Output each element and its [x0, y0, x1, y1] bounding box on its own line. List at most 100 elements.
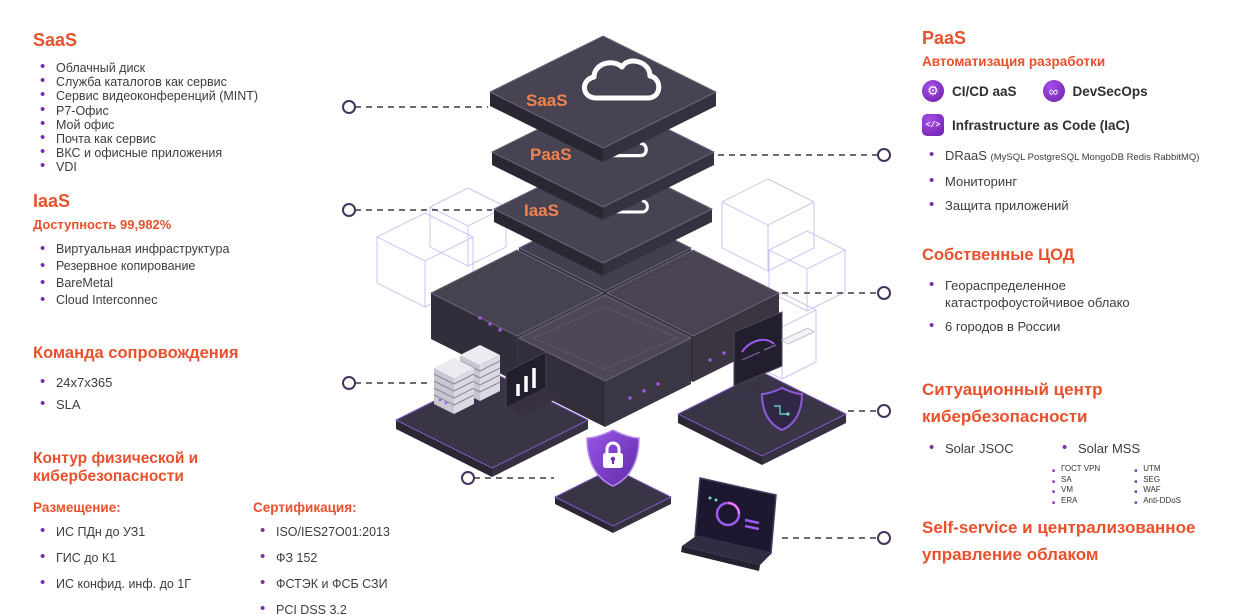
server-racks-platform	[394, 345, 590, 477]
connector-endpoint	[877, 404, 891, 418]
saas-cloud-icon	[582, 58, 662, 101]
right-column: PaaS Автоматизация разработки ⚙ CI/CD aa…	[922, 28, 1244, 613]
datacenters-title: Собственные ЦОД	[922, 246, 1075, 264]
certification-column: Сертификация: ISO/IES27O01:2013 ФЗ 152 Ф…	[253, 500, 390, 615]
saas-item: Почта как сервис	[33, 131, 333, 146]
saas-item: Р7-Офис	[33, 103, 333, 118]
saas-item: Сервис видеоконференций (MINT)	[33, 88, 333, 103]
devsecops-badge: ∞ DevSecOps	[1042, 80, 1148, 102]
connector-endpoint	[877, 531, 891, 545]
connector-endpoint	[877, 148, 891, 162]
iaas-item: Виртуальная инфраструктура	[33, 240, 333, 258]
iaas-availability: Доступность 99,982%	[33, 217, 172, 232]
saas-title: SaaS	[33, 30, 78, 50]
paas-section: PaaS Автоматизация разработки ⚙ CI/CD aa…	[922, 28, 1244, 222]
mss-detail-item: SA	[1052, 475, 1100, 487]
certification-list: ISO/IES27O01:2013 ФЗ 152 ФСТЭК и ФСБ СЗИ…	[253, 524, 390, 615]
selfservice-title-line2: управление облаком	[922, 545, 1099, 564]
selfservice-section: Self-service и централизованное управлен…	[922, 514, 1244, 568]
support-team-item: SLA	[33, 396, 333, 413]
saas-section: SaaS Облачный диск Служба каталогов как …	[33, 30, 333, 175]
solar-jsoc-item: Solar JSOC	[922, 440, 1055, 457]
security-monitor-platform	[676, 311, 848, 465]
certification-title: Сертификация:	[253, 500, 357, 515]
mss-detail-item: ГОСТ VPN	[1052, 464, 1100, 476]
paas-item: Защита приложений	[922, 197, 1244, 214]
cloud-stack-svg: IaaS PaaS SaaS	[342, 35, 891, 571]
mss-detail-item: WAF	[1134, 485, 1181, 497]
certification-item: ISO/IES27O01:2013	[253, 524, 390, 539]
placement-title: Размещение:	[33, 500, 121, 515]
connectors	[355, 106, 878, 539]
saas-item: Служба каталогов как сервис	[33, 74, 333, 89]
security-columns: Размещение: ИС ПДн до УЗ1 ГИС до К1 ИС к…	[33, 500, 390, 615]
datacenters-item: 6 городов в России	[922, 318, 1167, 336]
padlock-shield-platform	[553, 429, 673, 533]
iac-label: Infrastructure as Code (IaC)	[952, 117, 1130, 133]
certification-item: ФЗ 152	[253, 550, 390, 565]
saas-item: Облачный диск	[33, 60, 333, 75]
certification-item: PCI DSS 3.2	[253, 602, 390, 615]
left-column: SaaS Облачный диск Служба каталогов как …	[33, 30, 390, 615]
paas-title: PaaS	[922, 28, 967, 48]
mss-detail-item: Anti-DDoS	[1134, 496, 1181, 508]
support-team-section: Команда сопровождения 24x7x365 SLA	[33, 344, 333, 419]
mss-detail-left-list: ГОСТ VPN SA VM ERA	[1052, 464, 1100, 507]
support-team-list: 24x7x365 SLA	[33, 374, 333, 413]
selfservice-title: Self-service и централизованное управлен…	[922, 514, 1244, 568]
cloud-stack-illustration: IaaS PaaS SaaS	[330, 0, 910, 615]
paas-item: Мониторинг	[922, 173, 1244, 190]
placement-column: Размещение: ИС ПДн до УЗ1 ГИС до К1 ИС к…	[33, 500, 253, 615]
datacenters-section: Собственные ЦОД Геораспределенное катаст…	[922, 246, 1244, 344]
iaas-list: Виртуальная инфраструктура Резервное коп…	[33, 240, 333, 309]
connector-endpoint	[342, 376, 356, 390]
saas-item: ВКС и офисные приложения	[33, 145, 333, 160]
placement-list: ИС ПДн до УЗ1 ГИС до К1 ИС конфид. инф. …	[33, 524, 253, 591]
saas-layer: SaaS	[488, 35, 718, 162]
soc-title-line1: Ситуационный центр	[922, 380, 1103, 399]
selfservice-title-line1: Self-service и централизованное	[922, 518, 1196, 537]
saas-item: Мой офис	[33, 117, 333, 132]
soc-section: Ситуационный центр кибербезопасности Sol…	[922, 376, 1244, 508]
mss-detail-item: VM	[1052, 485, 1100, 497]
connector-endpoint	[461, 471, 475, 485]
security-monitor-icon	[733, 311, 783, 400]
security-contour-title: Контур физической и кибербезопасности	[33, 450, 199, 485]
solar-mss-item: Solar MSS	[1055, 440, 1140, 457]
iaas-item: Резервное копирование	[33, 257, 333, 275]
iaas-title: IaaS	[33, 191, 71, 211]
devsecops-icon: ∞	[1042, 80, 1065, 102]
paas-list: DRaaS (MySQL PostgreSQL MongoDB Redis Ra…	[922, 147, 1244, 214]
mss-detail-item: UTM	[1134, 464, 1181, 476]
soc-title-line2: кибербезопасности	[922, 407, 1088, 426]
connector-endpoint	[342, 100, 356, 114]
id-card-icon	[780, 327, 816, 345]
support-team-item: 24x7x365	[33, 374, 333, 391]
solar-mss-detail: ГОСТ VPN SA VM ERA UTM SEG WAF Anti-DDoS	[1052, 464, 1244, 508]
saas-list: Облачный диск Служба каталогов как серви…	[33, 60, 333, 175]
placement-item: ГИС до К1	[33, 550, 253, 565]
paas-item-note: (MySQL PostgreSQL MongoDB Redis RabbitMQ…	[990, 152, 1200, 163]
circuit-shield-icon	[760, 386, 804, 432]
mss-detail-right-list: UTM SEG WAF Anti-DDoS	[1134, 464, 1181, 508]
dashboard-laptop-icon	[681, 477, 777, 571]
padlock-shield-icon	[586, 429, 640, 487]
server-rack-icon	[433, 358, 475, 414]
devsecops-label: DevSecOps	[1072, 83, 1148, 99]
paas-subtitle: Автоматизация разработки	[922, 54, 1106, 69]
cicd-badge: ⚙ CI/CD aaS	[922, 80, 1017, 102]
cicd-label: CI/CD aaS	[952, 83, 1017, 99]
datacenters-item: Геораспределенное катастрофоустойчивое о…	[922, 277, 1167, 311]
connector-endpoint	[877, 286, 891, 300]
iaas-item: Cloud Interconnec	[33, 291, 333, 309]
paas-badge-row: </> Infrastructure as Code (IaC)	[922, 114, 1244, 136]
soc-title: Ситуационный центр кибербезопасности	[922, 376, 1244, 430]
connector-endpoints	[342, 100, 891, 545]
cicd-icon: ⚙	[922, 80, 944, 102]
paas-item-text: DRaaS	[945, 148, 987, 163]
support-team-title: Команда сопровождения	[33, 344, 239, 362]
iaas-section: IaaS Доступность 99,982% Виртуальная инф…	[33, 191, 333, 309]
security-contour-section: Контур физической и кибербезопасности Ра…	[33, 450, 390, 615]
mss-detail-item: SEG	[1134, 475, 1181, 487]
